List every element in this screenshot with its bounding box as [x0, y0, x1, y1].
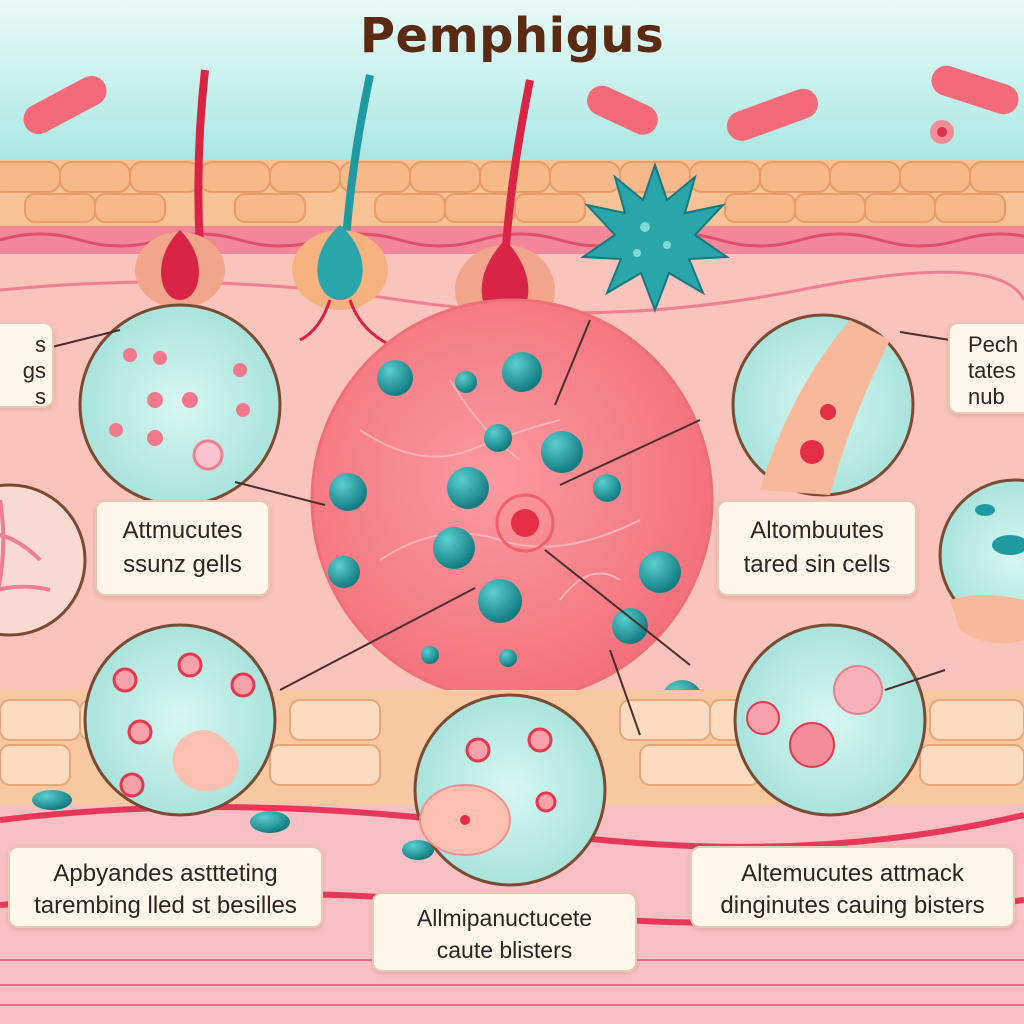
epidermis-cells [0, 161, 1024, 223]
spiky-cell-icon [580, 161, 730, 313]
label-mid-right: Altombuutes tared sin cells [717, 500, 917, 596]
inset-blister-detail [413, 693, 607, 887]
label-left-top: s gs s [0, 322, 54, 409]
inset-hand-antibodies [938, 478, 1024, 644]
central-blister [310, 298, 714, 702]
label-right-top: Pech tates nub [948, 322, 1024, 414]
inset-infected-cells [733, 623, 927, 817]
hair-follicle-icon [292, 74, 391, 347]
label-bottom-center: Allmipanuctucete caute blisters [372, 892, 637, 972]
inset-skin-lesion [731, 313, 915, 497]
inset-cells [83, 623, 277, 817]
inset-antigens [78, 303, 282, 507]
pointer-lines [39, 319, 951, 736]
inset-tissue [0, 483, 87, 637]
surface-background [0, 0, 1024, 170]
label-bottom-left: Apbyandes asttteting tarembing lled st b… [8, 846, 323, 928]
hair-follicle-icon [135, 69, 225, 308]
label-mid-left: Attmucutes ssunz gells [95, 500, 270, 596]
label-bottom-right: Altemucutes attmack dinginutes cauing bi… [690, 846, 1015, 928]
bacteria-rods [23, 65, 1019, 144]
page-title: Pemphigus [359, 8, 665, 64]
antibody-icon [32, 790, 434, 860]
